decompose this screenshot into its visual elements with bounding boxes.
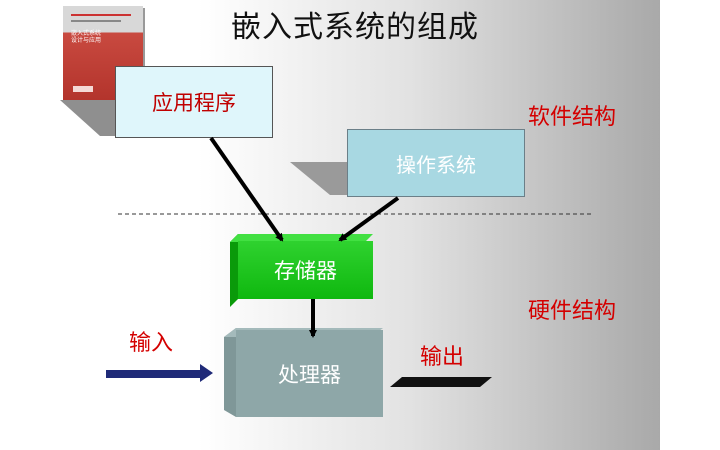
book-cover-title-line: 嵌入式系统: [71, 30, 102, 37]
storage-box-side: [230, 234, 238, 307]
book-publisher-logo: [73, 86, 93, 92]
output-label: 输出: [420, 345, 465, 370]
storage-box: 存储器: [238, 241, 373, 299]
software-structure-label: 软件结构: [528, 105, 617, 130]
slide-title: 嵌入式系统的组成: [231, 10, 479, 45]
hardware-structure-label: 硬件结构: [528, 299, 617, 324]
book-cover-stripe: [71, 20, 121, 22]
os-box: 操作系统: [347, 129, 525, 197]
input-arrow: [106, 364, 213, 382]
application-box: 应用程序: [115, 66, 273, 138]
os-box-shadow: [290, 162, 347, 195]
output-arrow: [390, 377, 492, 387]
book-cover-title: 嵌入式系统 设计与应用: [71, 30, 101, 44]
arrow-os-to-storage: [338, 196, 400, 242]
app-box-shadow: [60, 100, 115, 136]
processor-box-side: [224, 328, 236, 417]
input-label: 输入: [129, 331, 174, 356]
storage-box-top: [230, 234, 373, 242]
arrow-app-to-storage: [209, 136, 284, 242]
processor-box: 处理器: [236, 330, 383, 417]
book-cover-title-line: 设计与应用: [71, 37, 102, 44]
right-margin: [660, 0, 720, 450]
book-cover-stripe: [71, 14, 131, 16]
